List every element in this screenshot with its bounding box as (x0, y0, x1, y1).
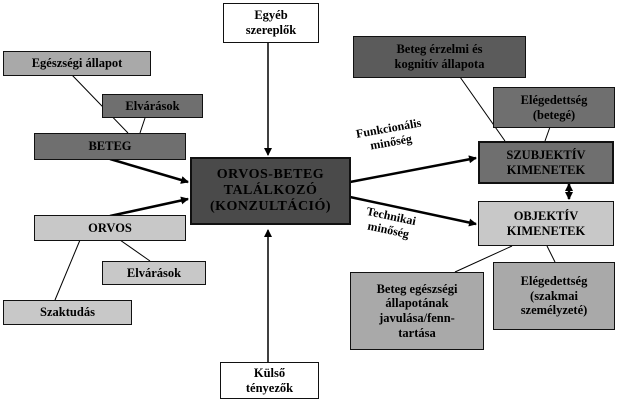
box-beteg-egeszsegi-javulasa: Beteg egészségi állapotának javulása/fen… (350, 272, 484, 350)
box-elegedettseg-szakmai: Elégedettség (szakmai személyzeté) (493, 262, 615, 330)
arrow-orvos-konzultacio (109, 196, 189, 218)
line-orvos-szaktudas (54, 239, 81, 301)
arrow-beteg-konzultacio (109, 157, 189, 184)
arrow-konzultacio-szubjektiv (349, 155, 477, 184)
box-szaktudas: Szaktudás (3, 300, 132, 325)
line-orvos-elvarasok (119, 239, 151, 262)
box-egyeb-szereplok: Egyéb szereplők (223, 3, 319, 43)
line-elegedettseg-szubjektiv (544, 126, 551, 142)
box-egeszsegi-allapot: Egészségi állapot (3, 51, 151, 76)
box-kulso-tenyezok: Külső tényezők (220, 362, 319, 399)
box-elvarasok-orvos: Elvárások (102, 261, 206, 285)
box-elegedettseg-betege: Elégedettség (betegé) (493, 87, 615, 128)
box-szubjektiv-kimenetek: SZUBJEKTÍV KIMENETEK (478, 141, 614, 184)
line-egeszsegi-beteg (71, 74, 129, 134)
box-beteg: BETEG (34, 133, 186, 160)
box-objektiv-kimenetek: OBJEKTÍV KIMENETEK (478, 201, 614, 246)
box-beteg-erzelmi-allapota: Beteg érzelmi és kognitív állapota (353, 36, 526, 78)
arrow-konzultacio-objektiv (349, 195, 477, 227)
line-elvarasok-beteg (139, 117, 146, 134)
box-orvos: ORVOS (34, 215, 186, 241)
box-elvarasok-beteg: Elvárások (102, 94, 203, 118)
line-erzelmi-szubjektiv (459, 76, 506, 142)
line-objektiv-szakmai (546, 245, 556, 263)
line-objektiv-javulas (454, 245, 513, 273)
box-orvos-beteg-talalkozo: ORVOS-BETEG TALÁLKOZÓ (KONZULTÁCIÓ) (190, 157, 351, 225)
